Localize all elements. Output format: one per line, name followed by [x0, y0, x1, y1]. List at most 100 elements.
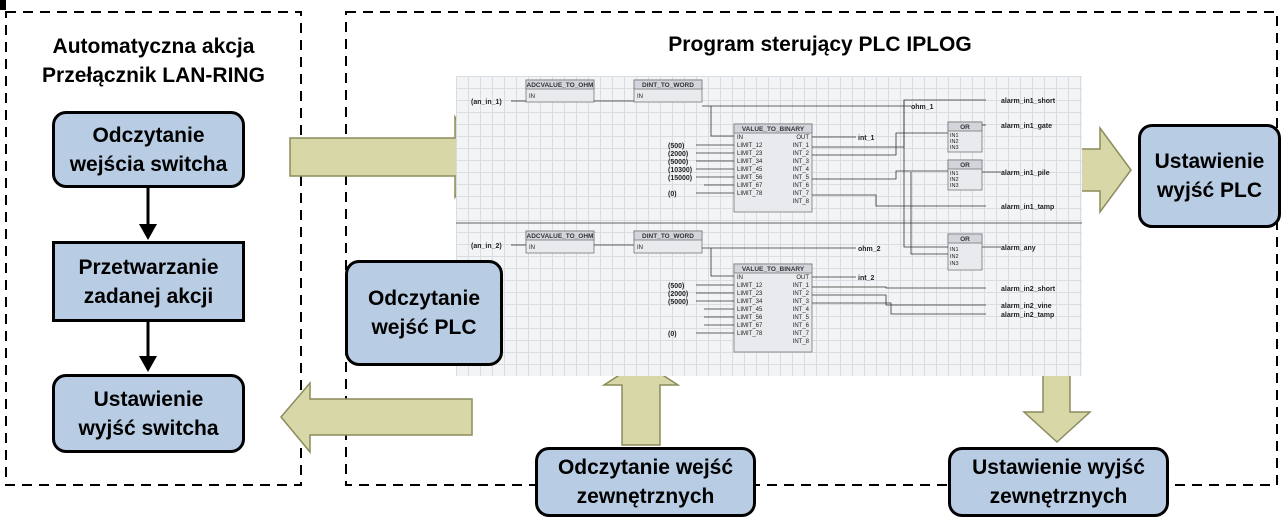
adc-block-1-pin-in: IN — [529, 94, 535, 100]
vtb-1-int-pin-6: INT_7 — [793, 191, 810, 197]
limit-1-value-0: (500) — [668, 143, 684, 150]
vtb-2-limit-pin-3: LIMIT_45 — [737, 307, 763, 313]
or-1-pin-2: IN3 — [950, 145, 959, 151]
vtb-2-limit-pin-6: LIMIT_78 — [737, 331, 763, 337]
vtb-2-int-pin-3: INT_4 — [793, 307, 810, 313]
limit-2-value-0: (500) — [668, 283, 684, 290]
read-switch-input-label: Odczytanie wejścia switcha — [69, 123, 228, 176]
adc-block-2-pin-in: IN — [529, 245, 535, 251]
read-external-inputs-label: Odczytanie wejść zewnętrznych — [557, 456, 734, 508]
wire-out-2-1 — [812, 294, 986, 306]
or-block-1-header — [947, 121, 983, 132]
adc-block-2-header — [525, 230, 595, 241]
flow-arrow-1-to-2 — [139, 188, 157, 240]
output-1-label-0: alarm_in1_short — [1001, 98, 1056, 105]
output-2-label-0: alarm_in2_short — [1001, 286, 1056, 293]
limit-1-value-1: (2000) — [668, 151, 688, 158]
or-block-1-title: OR — [960, 124, 970, 131]
output-2-label-2: alarm_in2_tamp — [1001, 312, 1054, 319]
vtb-2-int-pin-7: INT_8 — [793, 339, 810, 345]
limit-1-value-3: (10300) — [668, 167, 692, 174]
alarm-any-label: alarm_any — [1001, 245, 1036, 252]
vtb-block-1 — [733, 123, 813, 213]
vtb-2-int-pin-5: INT_6 — [793, 323, 810, 329]
adc-block-1-title: ADCVALUE_TO_OHM — [527, 82, 594, 89]
limit-2-value-1: (2000) — [668, 291, 688, 298]
vtb-block-2-header — [733, 263, 813, 274]
process-action-box: Przetwarzanie zadanej akcji — [52, 241, 245, 322]
or-2-pin-2: IN3 — [950, 183, 959, 189]
process-action-label: Przetwarzanie zadanej akcji — [78, 255, 219, 308]
right-panel-frame — [345, 11, 1278, 486]
set-external-outputs-label: Ustawienie wyjść zewnętrznych — [972, 456, 1145, 508]
vtb-1-pin-in: IN — [737, 135, 743, 141]
vtb-2-limit-pin-5: LIMIT_67 — [737, 323, 763, 329]
vtb-1-limit-pin-2: LIMIT_34 — [737, 159, 763, 165]
vtb-1-limit-pin-4: LIMIT_56 — [737, 175, 763, 181]
vtb-2-limit-pin-0: LIMIT_12 — [737, 283, 763, 289]
vtb-1-int-pin-1: INT_2 — [793, 151, 810, 157]
read-switch-input-box: Odczytanie wejścia switcha — [52, 111, 245, 188]
dint-block-1-pin-in: IN — [637, 94, 643, 100]
plc-function-block-diagram: ADCVALUE_TO_OHM IN (an_in_1) DINT_TO_WORD IN… — [456, 79, 1082, 353]
wire-out-1-3 — [812, 194, 986, 207]
dint-block-2-header — [633, 230, 703, 241]
or-2-pin-0: IN1 — [950, 171, 959, 177]
read-external-inputs-box: Odczytanie wejść zewnętrznych — [535, 447, 756, 517]
set-switch-outputs-label: Ustawienie wyjść switcha — [78, 387, 219, 440]
dint-block-2-title: DINT_TO_WORD — [642, 233, 694, 240]
left-panel-title-line1: Automatyczna akcja — [52, 35, 255, 58]
or-1-pin-0: IN1 — [950, 133, 959, 139]
vtb-2-limit-pin-1: LIMIT_23 — [737, 291, 763, 297]
limit-1-value-4: (15000) — [668, 175, 692, 182]
dint-block-1-header — [633, 79, 703, 90]
vtb-2-int-pin-6: INT_7 — [793, 331, 810, 337]
read-plc-inputs-label: Odczytanie wejść PLC — [367, 287, 481, 339]
vtb-1-limit-pin-6: LIMIT_78 — [737, 191, 763, 197]
ohm-1-label: ohm_1 — [911, 104, 934, 111]
vtb-2-int-pin-0: INT_1 — [793, 283, 810, 289]
ohm-2-label: ohm_2 — [858, 246, 881, 253]
left-panel-title: Automatyczna akcja Przełącznik LAN-RING — [8, 32, 299, 90]
vtb-block-1-title: VALUE_TO_BINARY — [742, 126, 805, 133]
vtb-1-int-pin-0: INT_1 — [793, 143, 810, 149]
limit-1-value-2: (5000) — [668, 159, 688, 166]
arrow-plc-to-switch — [280, 380, 473, 455]
int-2-label: int_2 — [858, 275, 874, 282]
flow-arrow-2-to-3 — [139, 322, 157, 372]
vtb-2-limit-pin-4: LIMIT_56 — [737, 315, 763, 321]
vtb-1-int-pin-4: INT_5 — [793, 175, 810, 181]
input-1-label: (an_in_1) — [471, 99, 502, 106]
vtb-2-limit-pin-2: LIMIT_34 — [737, 299, 763, 305]
or-block-3-header — [947, 233, 983, 244]
int-1-label: int_1 — [858, 135, 874, 142]
right-panel-title: Program sterujący PLC IPLOG — [668, 33, 972, 56]
vtb-block-2-title: VALUE_TO_BINARY — [742, 266, 805, 273]
or-block-2-title: OR — [960, 162, 970, 169]
wire-ohm-to-vtb-2 — [710, 248, 734, 277]
limit-2-value-2: (5000) — [668, 299, 688, 306]
arrow-switch-to-plc — [289, 114, 481, 200]
or-1-pin-1: IN2 — [950, 139, 959, 145]
wire-to-or2 — [812, 170, 948, 180]
dint-block-2-pin-in: IN — [637, 245, 643, 251]
vtb-1-limit-pin-0: LIMIT_12 — [737, 143, 763, 149]
arrow-external-outputs-down — [1022, 365, 1092, 444]
input-2-label: (an_in_2) — [471, 243, 502, 250]
vtb-2-pin-out: OUT — [796, 275, 809, 281]
vtb-2-int-pin-4: INT_5 — [793, 315, 810, 321]
wire-ohm-to-vtb-1 — [710, 106, 734, 137]
vtb-block-1-header — [733, 123, 813, 134]
set-plc-outputs-label: Ustawienie wyjść PLC — [1154, 150, 1265, 202]
vtb-2-int-pin-1: INT_2 — [793, 291, 810, 297]
output-1-label-3: alarm_in1_tamp — [1001, 204, 1054, 211]
or-3-pin-1: IN2 — [950, 254, 959, 260]
corner-marker — [0, 0, 6, 10]
set-external-outputs-box: Ustawienie wyjść zewnętrznych — [948, 447, 1169, 517]
or-block-3-title: OR — [960, 236, 970, 243]
or-block-2-header — [947, 159, 983, 170]
wire-out-2-0 — [812, 286, 986, 289]
vtb-1-limit-pin-3: LIMIT_45 — [737, 167, 763, 173]
wire-any-1 — [903, 100, 948, 248]
left-panel-title-line2: Przełącznik LAN-RING — [42, 64, 265, 87]
